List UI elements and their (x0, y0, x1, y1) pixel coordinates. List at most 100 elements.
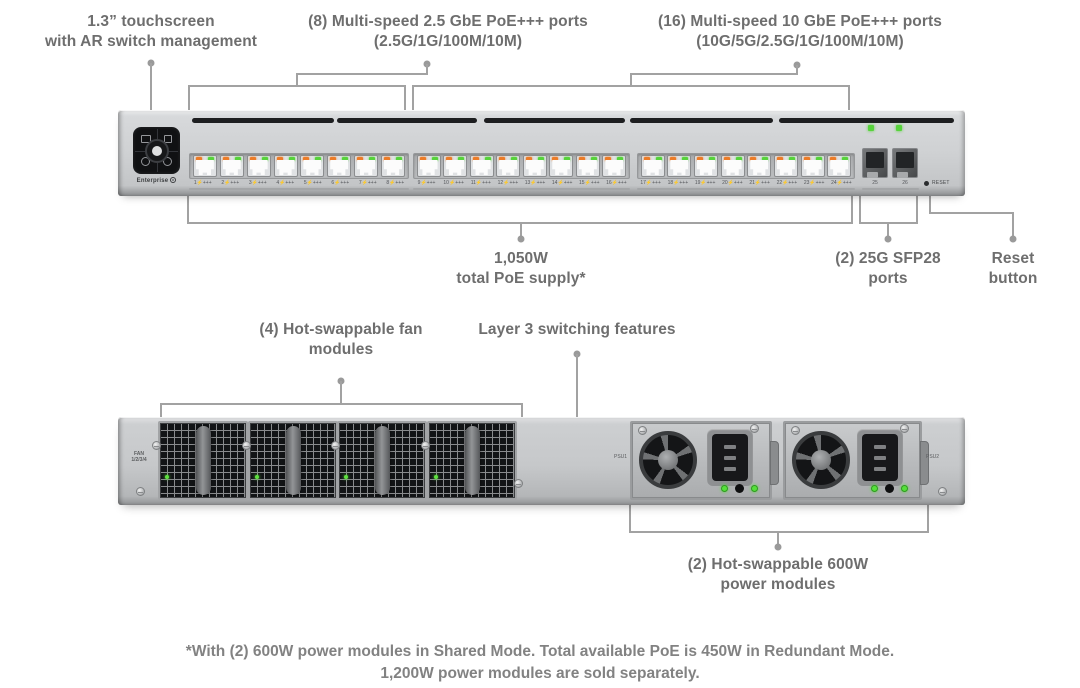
screw-icon (331, 441, 340, 450)
rj45-port (693, 155, 718, 177)
link-led-green (655, 157, 662, 161)
rj45-jack (330, 160, 349, 175)
link-led-green (315, 157, 322, 161)
link-led-green (762, 157, 769, 161)
fan-handle (196, 426, 211, 495)
fan-module (427, 421, 517, 500)
link-led-green (708, 157, 715, 161)
fan-module (337, 421, 427, 500)
rj45-jack (357, 160, 376, 175)
fan-status-led (344, 475, 348, 479)
rj45-port (720, 155, 745, 177)
callout-line: with AR switch management (44, 32, 258, 50)
fan-status-led (165, 475, 169, 479)
poe-led-orange (643, 157, 650, 161)
callout-line: (2) 25G SFP28 (835, 250, 941, 267)
poe-led-orange (499, 157, 506, 161)
link-led-green (537, 157, 544, 161)
rj45-port-label: 23⚡+++ (803, 180, 825, 186)
rj45-port (192, 155, 217, 177)
callout-line: modules (308, 340, 374, 358)
rj45-port (602, 155, 627, 177)
rj45-jack (670, 160, 689, 175)
rj45-port-label: 4⚡+++ (276, 180, 295, 186)
rj45-port (416, 155, 441, 177)
callout-line: power modules (720, 575, 836, 593)
inlet-pin (724, 455, 736, 460)
poe-led-orange (330, 157, 337, 161)
fan-bay-label: FAN 1/2/3/4 (124, 451, 154, 463)
screw-icon (750, 424, 759, 433)
sfp-port-label: 26 (902, 180, 908, 186)
poe-led-orange (222, 157, 229, 161)
callout-10gbe-ports: (16) Multi-speed 10 GbE PoE+++ ports (10… (658, 12, 942, 51)
brand-text: Enterprise (136, 178, 169, 184)
rj45-jack (525, 160, 544, 175)
rj45-port-label: 1⚡+++ (193, 180, 212, 186)
sfp28-port (862, 148, 888, 178)
callout-power-modules: (2) Hot-swappable 600W power modules (688, 555, 868, 594)
brand-label: Enterprise (126, 177, 187, 184)
rj45-port (219, 155, 244, 177)
callout-line: (4) Hot-swappable fan (259, 321, 423, 338)
rj45-jack (303, 160, 322, 175)
callout-line: (16) Multi-speed 10 GbE PoE+++ ports (658, 13, 942, 30)
rj45-port (800, 155, 825, 177)
rj45-port (575, 155, 600, 177)
inlet-socket (712, 434, 748, 481)
inlet-pin (874, 444, 886, 449)
rj45-port-label: 18⚡+++ (667, 180, 689, 186)
rj45-port-label: 12⚡+++ (497, 180, 519, 186)
screw-icon (638, 426, 647, 435)
rj45-jack (472, 160, 491, 175)
rj45-jack (776, 160, 795, 175)
fan-status-led (255, 475, 259, 479)
callout-line: button (988, 269, 1038, 287)
rj45-port (747, 155, 772, 177)
link-led-green (590, 157, 597, 161)
rj45-jack (696, 160, 715, 175)
psu-led-green (721, 485, 728, 492)
screw-icon (514, 479, 523, 488)
ubiquiti-logo-icon (170, 177, 177, 183)
screen-center-button (144, 138, 169, 163)
rj45-port (469, 155, 494, 177)
callout-line: (2.5G/1G/100M/10M) (373, 32, 523, 50)
rj45-jack (195, 160, 214, 175)
vent-groove (189, 188, 409, 190)
link-led-green (735, 157, 742, 161)
psu-handle (920, 441, 929, 485)
rj45-port-label: 13⚡+++ (524, 180, 546, 186)
rj45-jack (249, 160, 268, 175)
reset-button (924, 181, 929, 186)
footnote: *With (2) 600W power modules in Shared M… (186, 641, 894, 685)
rj45-jack (276, 160, 295, 175)
screw-icon (791, 426, 800, 435)
rj45-port-label: 7⚡+++ (358, 180, 377, 186)
rj45-jack (222, 160, 241, 175)
front-panel: Enterprise 1⚡+++2⚡+++3⚡+++4⚡+++5⚡+++6⚡++… (118, 110, 965, 196)
vent-slot (337, 118, 477, 123)
callout-line: Layer 3 switching features (478, 321, 676, 338)
poe-led-orange (446, 157, 453, 161)
poe-led-orange (776, 157, 783, 161)
rj45-port (246, 155, 271, 177)
fan-handle (375, 426, 390, 495)
link-led-green (617, 157, 624, 161)
power-inlet (707, 429, 753, 486)
link-led-green (458, 157, 465, 161)
psu-led-green (751, 485, 758, 492)
link-led-green (234, 157, 241, 161)
rj45-port (273, 155, 298, 177)
rj45-port (327, 155, 352, 177)
rj45-port-label: 8⚡+++ (386, 180, 405, 186)
psu-leds (871, 484, 908, 493)
rj45-port-label: 20⚡+++ (722, 180, 743, 186)
rj45-port-label: 22⚡+++ (776, 180, 798, 186)
link-led-green (207, 157, 214, 161)
fan-module (158, 421, 248, 500)
rj45-port (667, 155, 692, 177)
psu-led-dark (735, 484, 744, 493)
fan-status-led (434, 475, 438, 479)
poe-led-orange (830, 157, 837, 161)
